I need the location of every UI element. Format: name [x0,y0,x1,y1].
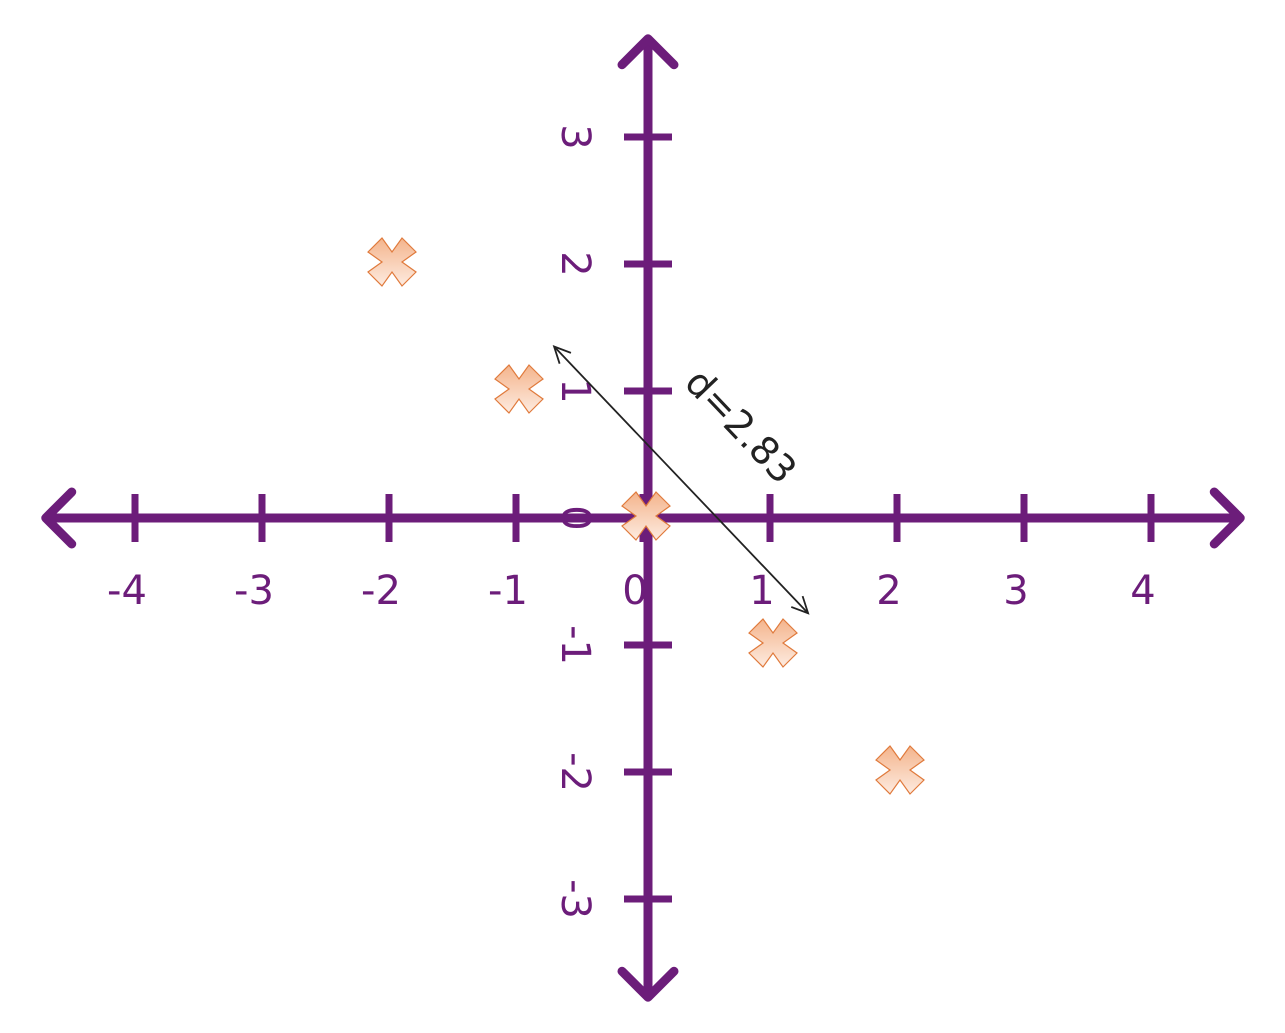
data-points [367,237,925,795]
x-axis-left-arrow [41,487,77,549]
x-tick-label: 1 [749,568,774,614]
y-tick-label: -2 [552,752,598,792]
y-axis-top-arrow [617,34,679,70]
data-point [367,237,417,287]
x-tick-label: 2 [876,568,901,614]
distance-label: d=2.83 [677,360,806,492]
y-axis-bottom-arrow [617,966,679,1002]
y-tick-label: -1 [552,625,598,665]
y-tick-label: 2 [552,251,598,276]
x-tick-label: 0 [622,568,647,614]
x-tick-label: 4 [1130,568,1155,614]
annotation: d=2.83 [552,345,810,615]
y-tick-label: 0 [552,505,598,530]
data-point [875,745,925,795]
x-tick-label: -1 [488,568,528,614]
data-point [494,364,544,414]
data-point [621,491,671,541]
x-tick-label: -3 [234,568,274,614]
axes: -4 -3 -2 -1 0 1 2 3 4 -3 -2 -1 0 1 2 3 [41,34,1245,1002]
distance-arrow-head-end [790,595,810,615]
x-axis-right-arrow [1209,487,1245,549]
y-tick-label: 3 [552,124,598,149]
x-tick-label: -2 [361,568,401,614]
x-tick-label: -4 [107,568,147,614]
y-tick-label: 1 [552,378,598,403]
data-point [748,618,798,668]
y-tick-label: -3 [552,879,598,919]
distance-arrow-head-start [552,345,572,364]
x-tick-label: 3 [1003,568,1028,614]
distance-arrow-line [553,345,809,614]
